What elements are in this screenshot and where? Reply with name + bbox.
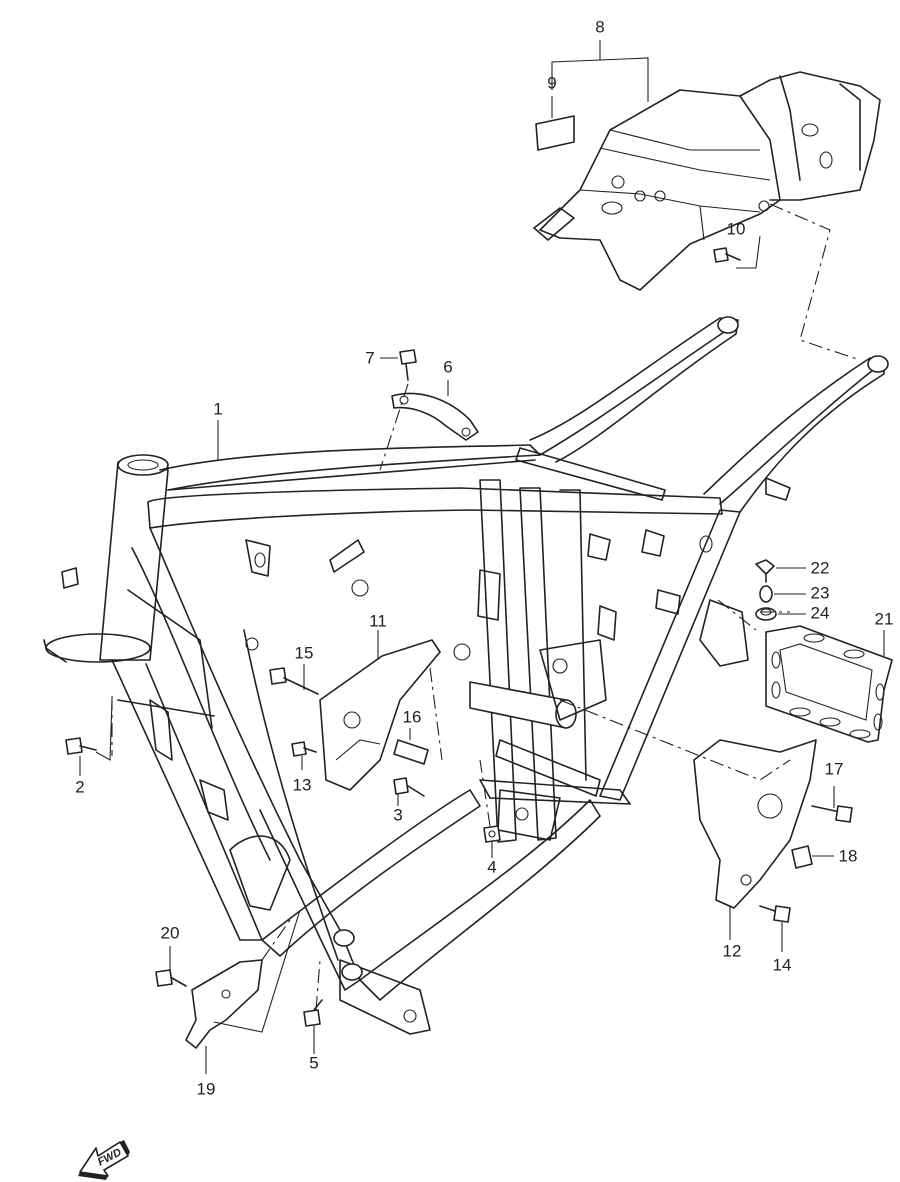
part-12-plate xyxy=(693,739,817,909)
main-frame xyxy=(43,316,889,1035)
part-10-bolt xyxy=(713,247,741,263)
part-19-bracket xyxy=(185,959,263,1049)
fwd-arrow-icon: FWD xyxy=(78,1140,130,1180)
callout-23: 23 xyxy=(811,583,830,602)
callout-13: 13 xyxy=(293,775,312,794)
callout-1: 1 xyxy=(213,399,222,418)
callout-8: 8 xyxy=(595,17,604,36)
part-6-bracket xyxy=(391,392,479,441)
part-2-bolt xyxy=(65,737,97,755)
callout-5: 5 xyxy=(309,1053,318,1072)
callout-12: 12 xyxy=(723,941,742,960)
callout-15: 15 xyxy=(295,643,314,662)
callout-16: 16 xyxy=(403,707,422,726)
part-14-bolt xyxy=(759,905,791,923)
part-13-bolt xyxy=(291,741,317,757)
callout-21: 21 xyxy=(875,609,894,628)
callout-19: 19 xyxy=(197,1079,216,1098)
part-21-bracket xyxy=(765,625,893,743)
callout-14: 14 xyxy=(773,955,792,974)
part-11-cover xyxy=(319,639,441,791)
callout-17: 17 xyxy=(825,759,844,778)
part-24-grommet xyxy=(755,607,777,621)
leader-lines xyxy=(79,40,885,1074)
part-7-bolt xyxy=(399,349,417,381)
callout-20: 20 xyxy=(161,923,180,942)
part-16-pin xyxy=(393,739,429,765)
callout-2: 2 xyxy=(75,777,84,796)
callout-7: 7 xyxy=(365,348,374,367)
part-17-bolt xyxy=(811,805,853,823)
callout-3: 3 xyxy=(393,805,402,824)
part-4-nut xyxy=(483,825,501,843)
part-15-bolt xyxy=(269,667,319,695)
callout-18: 18 xyxy=(839,846,858,865)
callout-22: 22 xyxy=(811,558,830,577)
part-9-pad xyxy=(535,115,575,151)
part-5-bolt xyxy=(303,999,323,1027)
callout-10: 10 xyxy=(727,219,746,238)
dash-chain-lines xyxy=(111,203,861,1011)
callout-6: 6 xyxy=(443,357,452,376)
callout-4: 4 xyxy=(487,857,496,876)
part-18-cap xyxy=(791,845,813,869)
callout-24: 24 xyxy=(811,603,830,622)
part-23-collar xyxy=(759,585,773,603)
part-22-screw xyxy=(755,559,775,583)
callout-9: 9 xyxy=(547,73,556,92)
rear-fender-assembly xyxy=(533,71,881,291)
callout-11: 11 xyxy=(369,611,387,630)
part-3-bolt xyxy=(393,777,425,797)
callout-labels: 1 2 3 4 5 6 7 8 9 10 11 12 13 14 15 16 1… xyxy=(75,17,893,1098)
part-20-bolt xyxy=(155,969,187,987)
